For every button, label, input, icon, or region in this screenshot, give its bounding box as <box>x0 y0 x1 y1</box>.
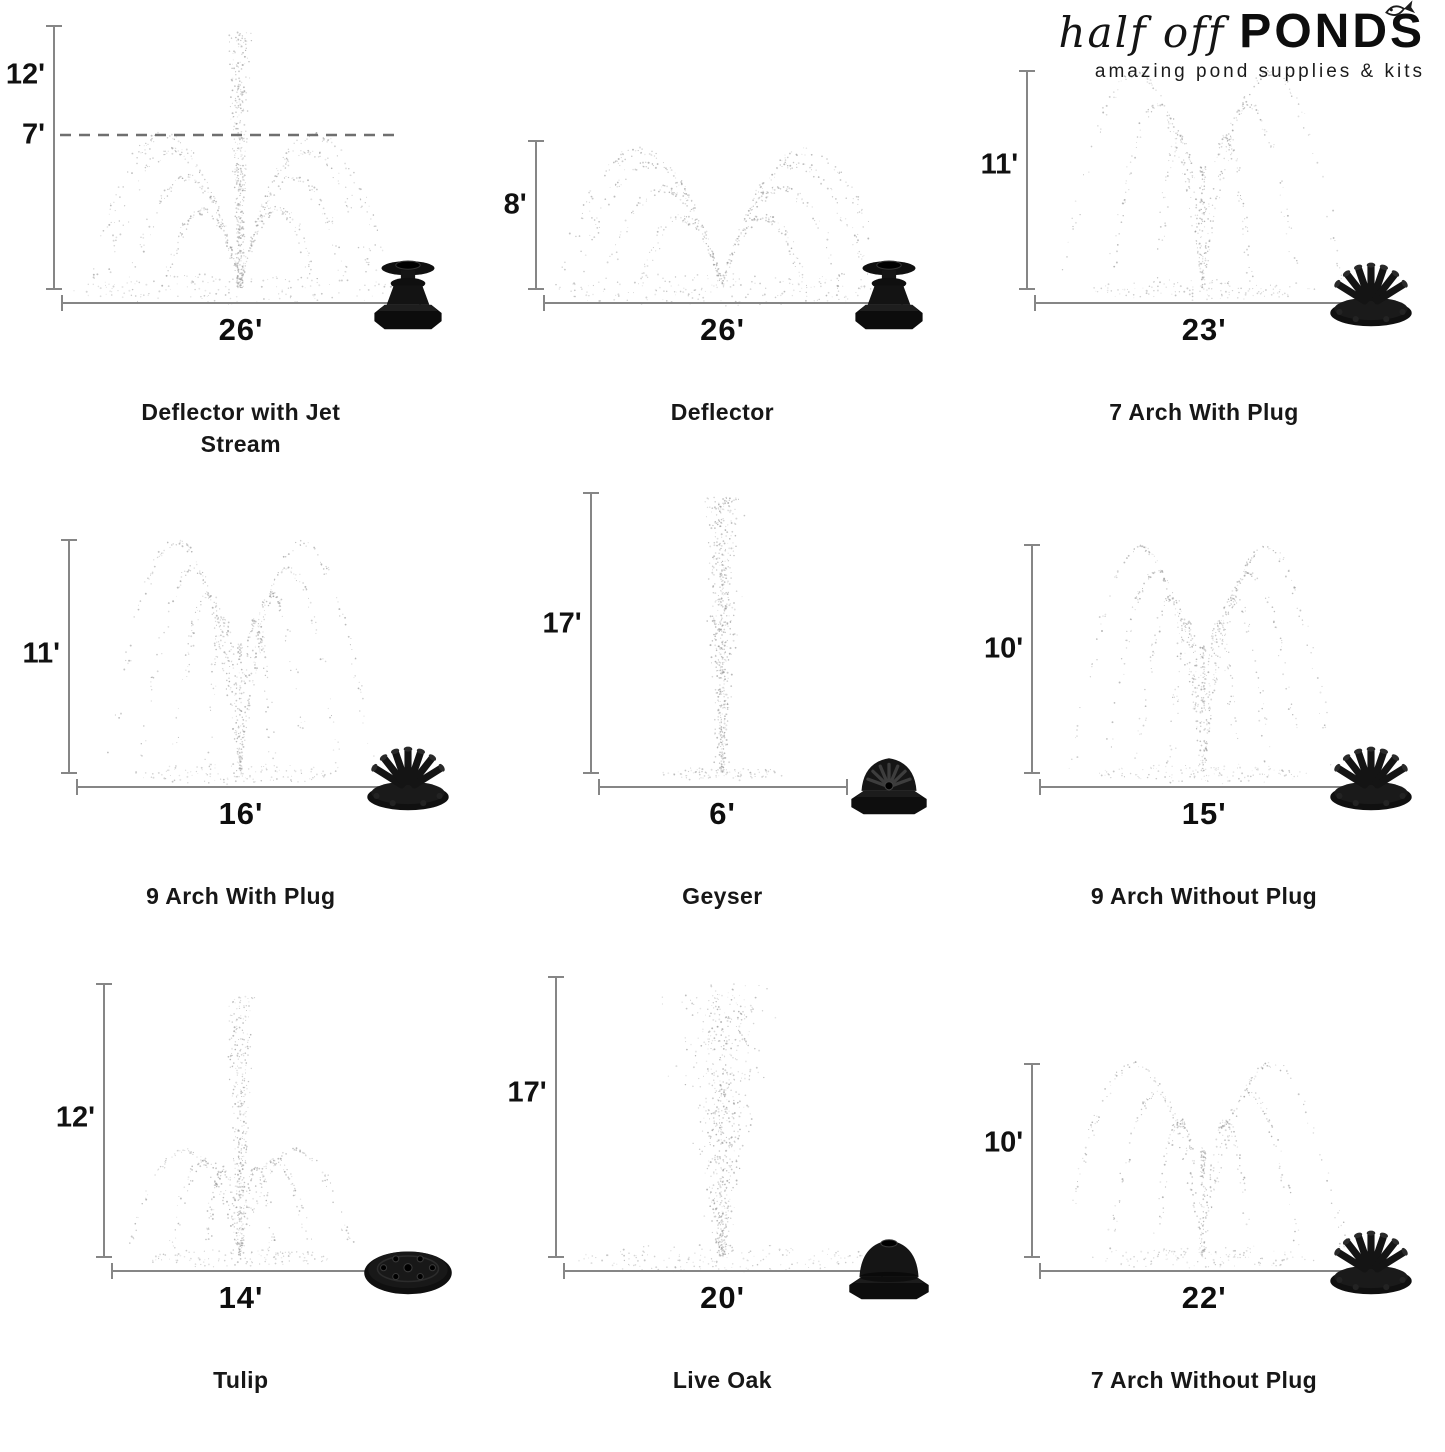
height-dimension-line <box>96 983 112 1258</box>
fountain-name: Live Oak <box>482 1364 964 1396</box>
height-label: 10' <box>984 632 1024 665</box>
fountain-figure: 12' 14' Tulip <box>0 968 482 1452</box>
deflector-nozzle-image <box>855 260 923 330</box>
fountain-name-text: Live Oak <box>672 1367 772 1393</box>
width-label: 26' <box>218 312 264 347</box>
cluster-nozzle-image <box>1330 746 1412 811</box>
height-label: 10' <box>984 1126 1024 1159</box>
fountain-name: 7 Arch With Plug <box>963 396 1445 428</box>
width-label: 22' <box>1181 1280 1227 1315</box>
width-label: 20' <box>700 1280 746 1315</box>
fountain-diagram: 17' 20' <box>482 968 964 1320</box>
fountain-name: Geyser <box>482 880 964 912</box>
fountain-name: 9 Arch With Plug <box>0 880 482 912</box>
height-label: 17' <box>507 1076 547 1109</box>
fountain-diagram: 11' 23' <box>963 0 1445 352</box>
fish-icon <box>1385 0 1416 16</box>
deflector-nozzle-image <box>373 260 442 330</box>
geyser-spray-illustration <box>661 496 783 782</box>
fountain-name-text: 9 Arch Without Plug <box>1090 883 1318 909</box>
width-dimension-line <box>597 779 848 795</box>
fountain-name-text: Tulip <box>213 1367 269 1393</box>
height-dimension-line <box>46 25 62 290</box>
cluster-nozzle-image <box>1330 1230 1412 1295</box>
height-dimension-line <box>547 976 564 1258</box>
cluster-nozzle-image <box>1330 262 1412 327</box>
logo-tagline: amazing pond supplies & kits <box>1094 61 1425 82</box>
brand-logo: half off PONDS amazing pond supplies & k… <box>1058 0 1426 83</box>
fountain-diagram: 8' 26' <box>482 0 964 352</box>
fountain-diagram: 12' 7' 26' <box>0 0 482 352</box>
fountain-figure: 11' 23' 7 Arch With Plug <box>963 0 1445 484</box>
height-dimension-line <box>1019 70 1036 290</box>
fountain-name-text: 9 Arch With Plug <box>146 883 336 909</box>
fountain-figure: 11' 16' 9 Arch With Plug <box>0 484 482 968</box>
9-arch-spray-illustration <box>1068 544 1332 785</box>
fountain-name-text: 7 Arch Without Plug <box>1090 1367 1318 1393</box>
height-label: 11' <box>22 637 60 670</box>
height-dimension-line <box>1024 1063 1041 1258</box>
secondary-height-label: 7' <box>21 118 45 151</box>
fountain-figure: 10' 22' 7 Arch Without Plug <box>963 968 1445 1452</box>
height-label: 17' <box>542 607 582 640</box>
height-dimension-line <box>527 140 544 290</box>
7-arch-spray-illustration <box>1062 69 1343 302</box>
fountain-name: Deflector with Jet Stream <box>0 396 482 460</box>
tulip-spray-illustration <box>129 995 355 1268</box>
width-label: 14' <box>218 1280 264 1315</box>
height-label: 8' <box>503 188 527 221</box>
fountain-figure: 10' 15' 9 Arch Without Plug <box>963 484 1445 968</box>
fountain-diagram: 11' 16' <box>0 484 482 836</box>
width-label: 23' <box>1181 312 1227 347</box>
height-dimension-line <box>61 539 77 774</box>
height-label: 11' <box>980 148 1019 181</box>
deflector-spray-illustration <box>554 146 897 307</box>
fountain-name: 9 Arch Without Plug <box>963 880 1445 912</box>
fountain-name: Deflector <box>482 396 964 428</box>
fountain-name: Tulip <box>0 1364 482 1396</box>
logo-halfoff-text: half off <box>1058 8 1226 57</box>
dome-slot-nozzle-image <box>851 758 927 815</box>
fountain-diagram: 10' 22' <box>963 968 1445 1320</box>
fountain-diagram: 17' 6' <box>482 484 964 836</box>
fountain-diagram: 12' 14' <box>0 968 482 1320</box>
fountain-name: 7 Arch Without Plug <box>963 1364 1445 1396</box>
logo-wordmark: half off PONDS <box>1058 0 1426 59</box>
fountain-diagram: 10' 15' <box>963 484 1445 836</box>
9-arch-spray-illustration <box>107 539 375 786</box>
dome-nozzle-image <box>849 1239 929 1300</box>
disc-nozzle-image <box>363 1251 452 1295</box>
width-label: 15' <box>1181 796 1227 831</box>
width-label: 16' <box>218 796 264 831</box>
width-label: 26' <box>700 312 746 347</box>
fountain-name-text: Deflector with Jet Stream <box>141 399 341 458</box>
width-dimension-line <box>111 1263 371 1279</box>
fountain-figure: 8' 26' Deflector <box>482 0 964 484</box>
7-arch-spray-illustration <box>1072 1061 1348 1269</box>
height-dimension-line <box>582 492 599 774</box>
height-dimension-line <box>1024 544 1041 774</box>
fountain-name-text: 7 Arch With Plug <box>1109 399 1299 425</box>
live-oak-spray-illustration <box>577 983 873 1273</box>
fountain-name-text: Deflector <box>670 399 775 425</box>
width-label: 6' <box>709 796 736 831</box>
fountain-name-text: Geyser <box>682 883 763 909</box>
height-label: 12' <box>5 58 45 91</box>
height-label: 12' <box>55 1101 95 1134</box>
fountain-figure: 17' 6' Geyser <box>482 484 964 968</box>
cluster-nozzle-image <box>366 746 449 811</box>
fountain-figure: 17' 20' Live Oak <box>482 968 964 1452</box>
fountain-figure: 12' 7' 26' Deflector with Jet Stream <box>0 0 482 484</box>
